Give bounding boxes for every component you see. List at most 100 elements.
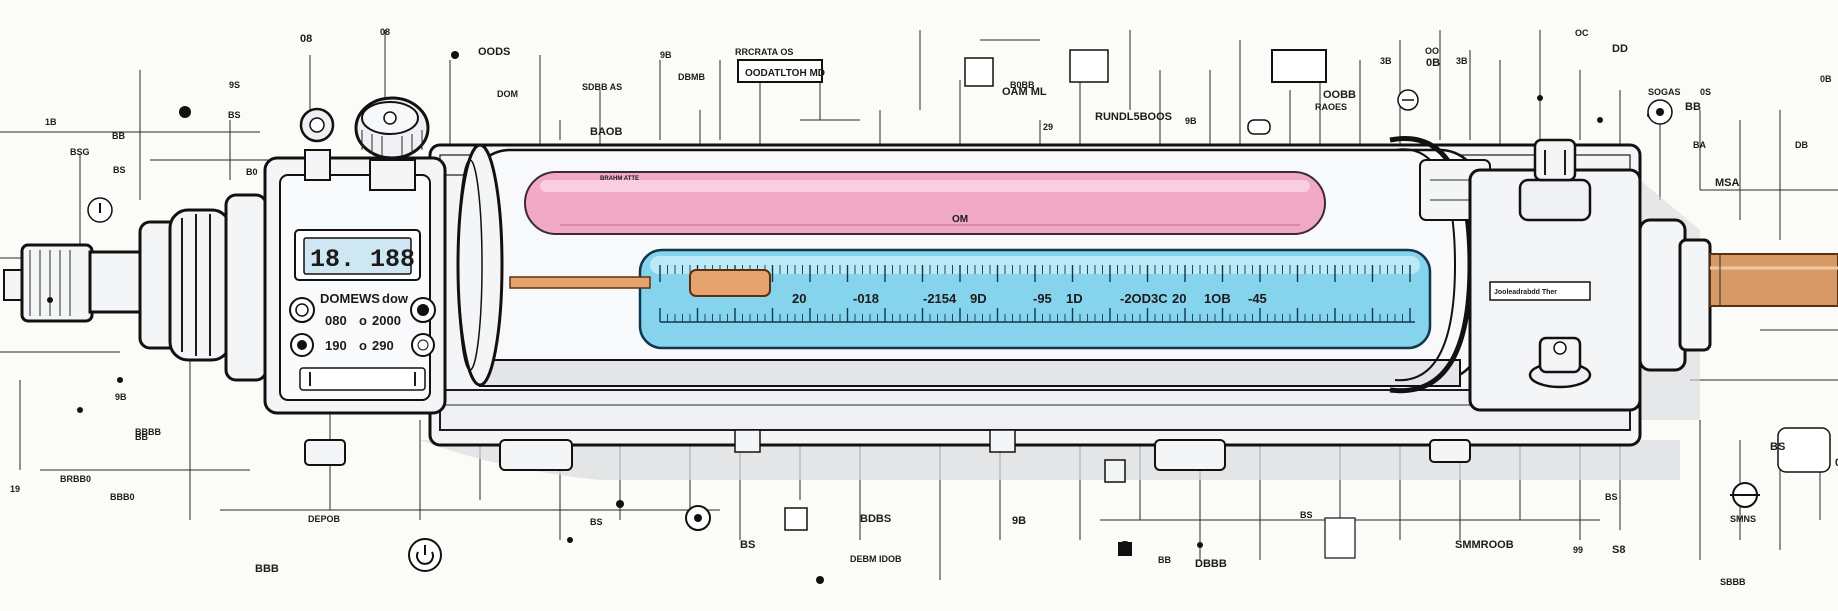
left-flange xyxy=(456,143,504,387)
panel-title-left: DOMEWS xyxy=(320,291,380,306)
top-label: 3B xyxy=(1456,56,1468,66)
knob-icon[interactable] xyxy=(299,107,335,181)
bottom-latches xyxy=(304,429,1471,483)
control-panel: 18. 188 DOMEWS dow 080 2000 190 290 o o xyxy=(263,156,447,415)
ruler-label: 20 xyxy=(1172,291,1186,306)
dial-icon-right xyxy=(1647,99,1673,125)
bottom-label: BB xyxy=(1158,555,1171,565)
top-label: DB xyxy=(1795,140,1808,150)
top-label: 0B xyxy=(1426,57,1440,69)
bottom-label: DEBM IDOB xyxy=(850,554,902,564)
left-label: BB xyxy=(112,131,125,141)
target-icon[interactable] xyxy=(1528,336,1592,389)
power-icon[interactable] xyxy=(408,538,442,572)
top-box-4 xyxy=(1247,119,1271,135)
left-label: BBBB xyxy=(135,427,161,437)
top-label: OODS xyxy=(478,46,510,58)
top-label: OAM ML xyxy=(1002,86,1047,98)
right-assembly: Jooleadrabdd Ther xyxy=(1468,168,1838,412)
bottom-label: BS xyxy=(1605,492,1618,502)
panel-row1-o: o xyxy=(359,313,367,328)
ruler-label: 1OB xyxy=(1204,291,1231,306)
top-label: 9B xyxy=(660,50,672,60)
top-label: OOBB xyxy=(1323,89,1356,101)
top-label: DOM xyxy=(497,89,518,99)
ruler-label: -018 xyxy=(853,291,879,306)
left-label: BS xyxy=(113,165,126,175)
ruler-ticks xyxy=(659,265,1415,323)
top-label: RUNDL5BOOS xyxy=(1095,111,1172,123)
lock-icon[interactable] xyxy=(1518,138,1592,222)
bottom-label: BS xyxy=(1300,510,1313,520)
left-label: BSG xyxy=(70,147,90,157)
top-label: SDBB AS xyxy=(582,82,622,92)
gauge-icon[interactable] xyxy=(354,96,430,191)
ruler-label: 1D xyxy=(1066,291,1083,306)
ruler-label: 20 xyxy=(792,291,806,306)
bottom-square-marker xyxy=(1118,542,1132,556)
top-label: 9S xyxy=(229,80,240,90)
panel-knob-top-right[interactable] xyxy=(410,297,436,323)
ruler-label: 9D xyxy=(970,291,987,306)
top-box-1 xyxy=(1271,49,1327,83)
top-label: OO xyxy=(1425,46,1439,56)
panel-knob-top-left[interactable] xyxy=(289,297,315,323)
top-label: RAOES xyxy=(1315,102,1347,112)
callout-box-text: OODATLTOH MD xyxy=(745,68,825,79)
top-label: 9B xyxy=(1185,116,1197,126)
top-label: DD xyxy=(1612,43,1628,55)
top-label: 3B xyxy=(1380,56,1392,66)
panel-title-right: dow xyxy=(382,291,409,306)
bottom-label: BS xyxy=(740,539,755,551)
top-label: 08 xyxy=(300,33,312,45)
left-connector xyxy=(3,193,268,382)
bottom-label: SMMROOB xyxy=(1455,539,1514,551)
top-label: B0BB xyxy=(1010,80,1035,90)
plunger-rod xyxy=(509,269,771,297)
panel-row2-o: o xyxy=(359,338,367,353)
panel-row2-a: 190 xyxy=(325,338,347,353)
panel-knob-bottom-left[interactable] xyxy=(290,333,314,357)
ruler-label: -2OD3C xyxy=(1120,291,1168,306)
left-label: BB xyxy=(135,432,148,442)
top-label: BA xyxy=(1693,140,1706,150)
callout-box: OODATLTOH MD RRCRATA OS xyxy=(735,47,825,83)
top-label: 0B xyxy=(1820,74,1832,84)
bottom-label: BBB xyxy=(255,563,279,575)
bottom-label: BS xyxy=(590,517,603,527)
left-label: DEPOB xyxy=(308,514,341,524)
lcd-readout: 18. 188 xyxy=(310,245,415,274)
panel-knob-bottom-right[interactable] xyxy=(411,333,435,357)
top-label: DBMB xyxy=(678,72,705,82)
pink-tube: BRAHM ATTE OM xyxy=(524,171,1326,235)
bottom-label: SMNS xyxy=(1730,514,1756,524)
panel-row2-b: 290 xyxy=(372,338,394,353)
top-box-2 xyxy=(1069,49,1109,83)
top-label: 0S xyxy=(1700,87,1711,97)
tube-mid-label: OM xyxy=(952,214,968,225)
bottom-box-2 xyxy=(784,507,808,531)
left-label: BRBB0 xyxy=(60,474,91,484)
bottom-label: DBBB xyxy=(1195,558,1227,570)
ruler-label: -45 xyxy=(1248,291,1267,306)
speaker-icon[interactable] xyxy=(685,505,711,531)
callout-box-caption: RRCRATA OS xyxy=(735,47,793,57)
left-label: 9B xyxy=(115,392,127,402)
ruler-label: -2154 xyxy=(923,291,957,306)
bottom-label: 99 xyxy=(1573,545,1583,555)
bottom-label: 0B xyxy=(1835,457,1838,469)
left-label: BS xyxy=(228,110,241,120)
top-label: SOGAS xyxy=(1648,87,1681,97)
top-label: 29 xyxy=(1043,122,1053,132)
top-label: BB xyxy=(1685,101,1701,113)
bottom-label: BS xyxy=(1770,441,1785,453)
dial-icon-top xyxy=(1397,89,1419,111)
top-label: 08 xyxy=(380,27,390,37)
ring-icon-bottom-right xyxy=(1730,482,1760,508)
lcd-screen xyxy=(303,237,412,275)
left-label: 19 xyxy=(10,484,20,494)
